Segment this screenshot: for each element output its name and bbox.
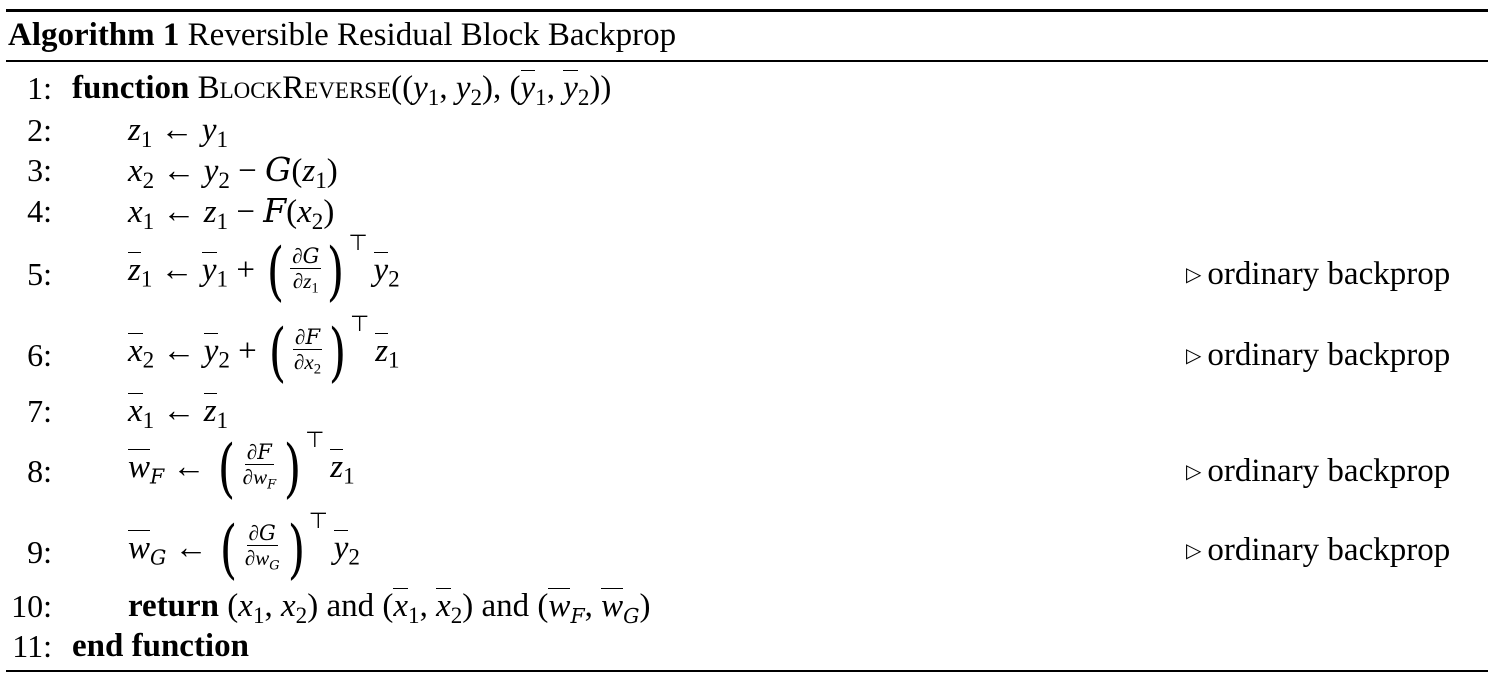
triangle-right-icon: ▷ bbox=[1186, 461, 1202, 483]
line-comment: ▷ordinary backprop bbox=[1186, 532, 1451, 568]
line-number: 1: bbox=[27, 70, 52, 106]
line-number: 11: bbox=[12, 628, 52, 664]
line-comment: ▷ordinary backprop bbox=[1186, 337, 1451, 373]
line-number: 9: bbox=[27, 534, 52, 570]
statement: return (x1, x2) and (x1, x2) and (wF, wG… bbox=[128, 588, 651, 629]
top-rule bbox=[6, 9, 1488, 12]
algorithm-line-9: 9: wG←(∂G∂wG)⊤y2 ▷ordinary backprop bbox=[0, 508, 1498, 587]
algorithm-line-1: 1: function BlockReverse((y1, y2), (y1, … bbox=[0, 68, 1498, 128]
statement: z1←y1+(∂G∂z1)⊤y2 bbox=[128, 230, 400, 309]
function-header: function BlockReverse((y1, y2), (y1, y2)… bbox=[72, 70, 612, 110]
algorithm-line-2: 2: z1←y1 bbox=[0, 110, 1498, 170]
bottom-rule bbox=[6, 670, 1488, 672]
algorithm-caption: Algorithm 1 Reversible Residual Block Ba… bbox=[8, 14, 676, 56]
line-number: 4: bbox=[27, 193, 52, 229]
line-number: 10: bbox=[11, 588, 52, 624]
algorithm-line-10: 10: return (x1, x2) and (x1, x2) and (wF… bbox=[0, 586, 1498, 646]
algorithm-line-3: 3: x2←y2−G(z1) bbox=[0, 150, 1498, 210]
algorithm-label: Algorithm 1 bbox=[8, 17, 180, 53]
statement: x2←y2−G(z1) bbox=[128, 150, 338, 193]
statement: wG←(∂G∂wG)⊤y2 bbox=[128, 508, 360, 587]
line-number: 6: bbox=[27, 337, 52, 373]
statement: wF←(∂F∂wF)⊤z1 bbox=[128, 427, 355, 506]
keyword-return: return bbox=[128, 588, 220, 624]
triangle-right-icon: ▷ bbox=[1186, 345, 1202, 367]
statement: x1←z1 bbox=[128, 393, 229, 433]
line-comment: ▷ordinary backprop bbox=[1186, 256, 1451, 292]
algorithm-line-4: 4: x1←z1−F(x2) bbox=[0, 191, 1498, 251]
line-number: 7: bbox=[27, 393, 52, 429]
line-number: 5: bbox=[27, 256, 52, 292]
line-comment: ▷ordinary backprop bbox=[1186, 453, 1451, 489]
algorithm-line-7: 7: x1←z1 bbox=[0, 391, 1498, 451]
caption-rule bbox=[6, 60, 1488, 62]
line-number: 3: bbox=[27, 152, 52, 188]
statement: z1←y1 bbox=[128, 112, 229, 152]
keyword-function: function bbox=[72, 70, 190, 106]
line-number: 8: bbox=[27, 453, 52, 489]
triangle-right-icon: ▷ bbox=[1186, 264, 1202, 286]
statement: x2←y2+(∂F∂x2)⊤z1 bbox=[128, 311, 400, 390]
statement: end function bbox=[72, 626, 249, 666]
statement: x1←z1−F(x2) bbox=[128, 191, 335, 234]
algorithm-line-5: 5: z1←y1+(∂G∂z1)⊤y2 ▷ordinary backprop bbox=[0, 231, 1498, 306]
algorithm-line-11: 11: end function bbox=[0, 626, 1498, 686]
algorithm-title: Reversible Residual Block Backprop bbox=[187, 17, 677, 53]
keyword-end-function: end function bbox=[72, 628, 249, 664]
line-number: 2: bbox=[27, 112, 52, 148]
function-name: BlockReverse bbox=[197, 70, 392, 106]
algorithm-line-8: 8: wF←(∂F∂wF)⊤z1 ▷ordinary backprop bbox=[0, 428, 1498, 502]
algorithm-line-6: 6: x2←y2+(∂F∂x2)⊤z1 ▷ordinary backprop bbox=[0, 312, 1498, 386]
triangle-right-icon: ▷ bbox=[1186, 540, 1202, 562]
